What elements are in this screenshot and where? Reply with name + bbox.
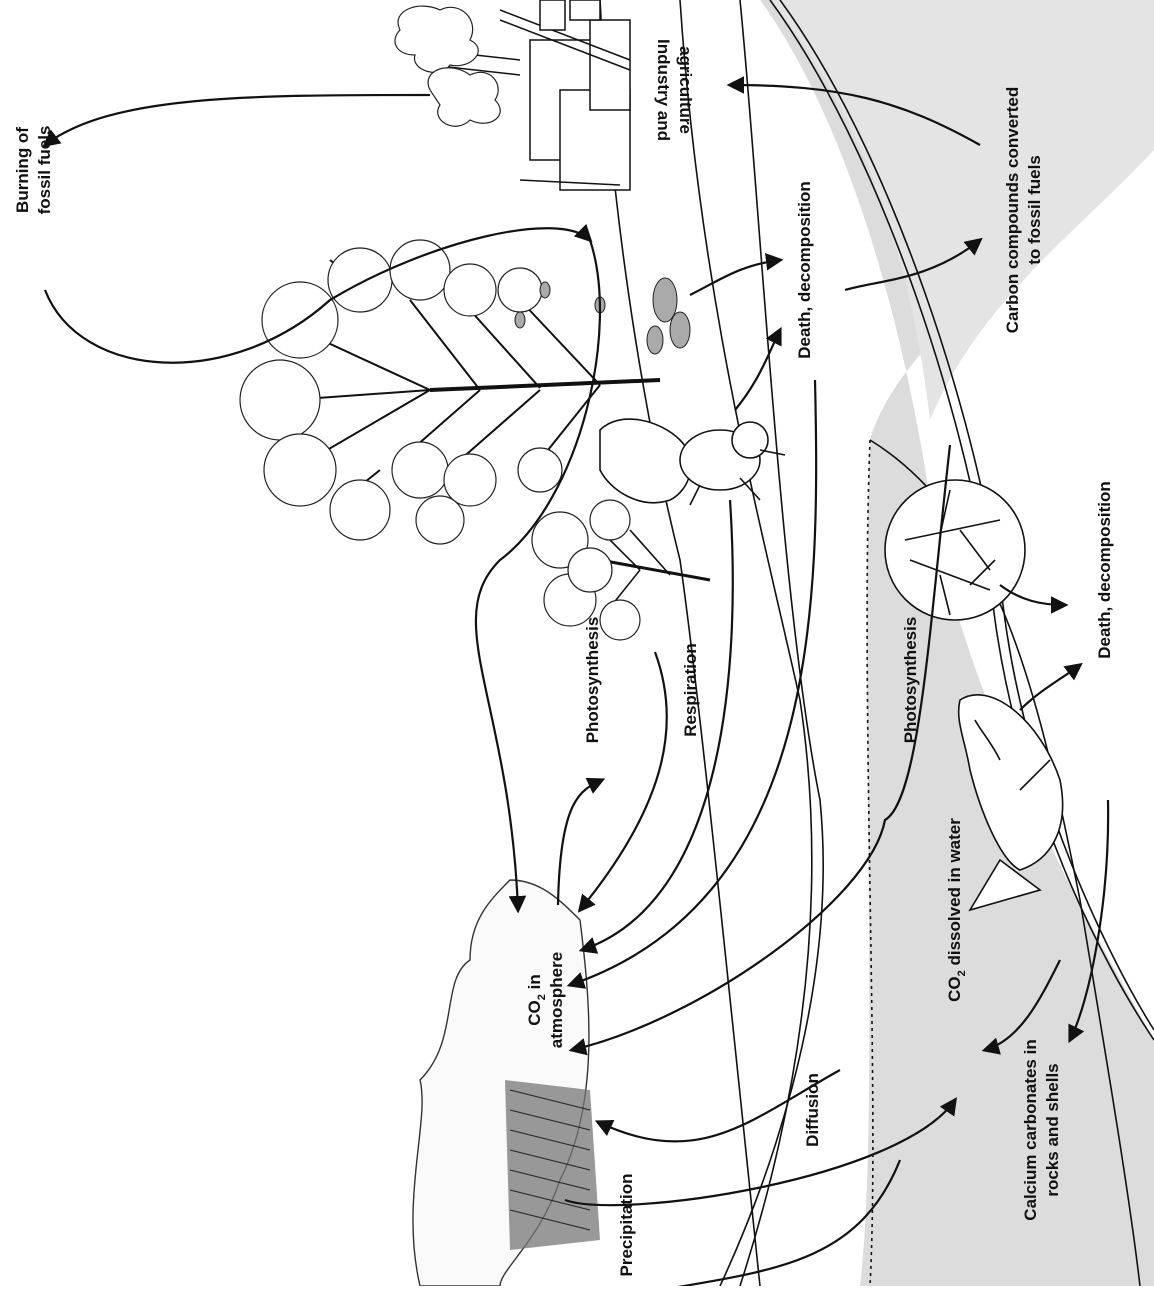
label-photosynthesis-land: Photosynthesis xyxy=(583,617,602,744)
svg-text:Death, decomposition: Death, decomposition xyxy=(1095,481,1114,659)
label-precipitation: Precipitation xyxy=(617,1174,636,1277)
svg-text:Calcium carbonates in: Calcium carbonates in xyxy=(1021,1039,1040,1220)
svg-text:agriculture: agriculture xyxy=(676,46,695,134)
svg-text:Precipitation: Precipitation xyxy=(617,1174,636,1277)
algae-illustration xyxy=(885,480,1025,620)
svg-text:rocks and shells: rocks and shells xyxy=(1043,1063,1062,1196)
svg-text:Carbon compounds converted: Carbon compounds converted xyxy=(1003,87,1022,334)
svg-text:Respiration: Respiration xyxy=(681,643,700,737)
label-respiration: Respiration xyxy=(681,643,700,737)
svg-text:to fossil fuels: to fossil fuels xyxy=(1025,155,1044,265)
svg-text:Death, decomposition: Death, decomposition xyxy=(795,181,814,359)
label-photosynthesis-water: Photosynthesis xyxy=(901,617,920,744)
svg-text:Burning of: Burning of xyxy=(13,127,32,213)
upper-shore-region xyxy=(770,0,1154,420)
label-death-decomposition-water: Death, decomposition xyxy=(1095,481,1114,659)
svg-text:Photosynthesis: Photosynthesis xyxy=(583,617,602,744)
leaf-litter-illustration xyxy=(515,278,690,354)
cloud-illustration xyxy=(413,880,600,1286)
squirrel-illustration xyxy=(600,419,785,505)
label-death-decomposition-land: Death, decomposition xyxy=(795,181,814,359)
label-industry-and-agriculture: Industry and agriculture xyxy=(654,39,695,141)
svg-text:fossil fuels: fossil fuels xyxy=(35,126,54,215)
svg-text:Diffusion: Diffusion xyxy=(803,1073,822,1147)
svg-text:Industry and: Industry and xyxy=(654,39,673,141)
svg-text:atmosphere: atmosphere xyxy=(547,952,566,1048)
label-diffusion: Diffusion xyxy=(803,1073,822,1147)
smoke-illustration xyxy=(395,6,500,126)
svg-text:Photosynthesis: Photosynthesis xyxy=(901,617,920,744)
small-tree-illustration xyxy=(532,500,710,640)
label-burning-of-fossil-fuels: Burning of fossil fuels xyxy=(13,126,54,215)
